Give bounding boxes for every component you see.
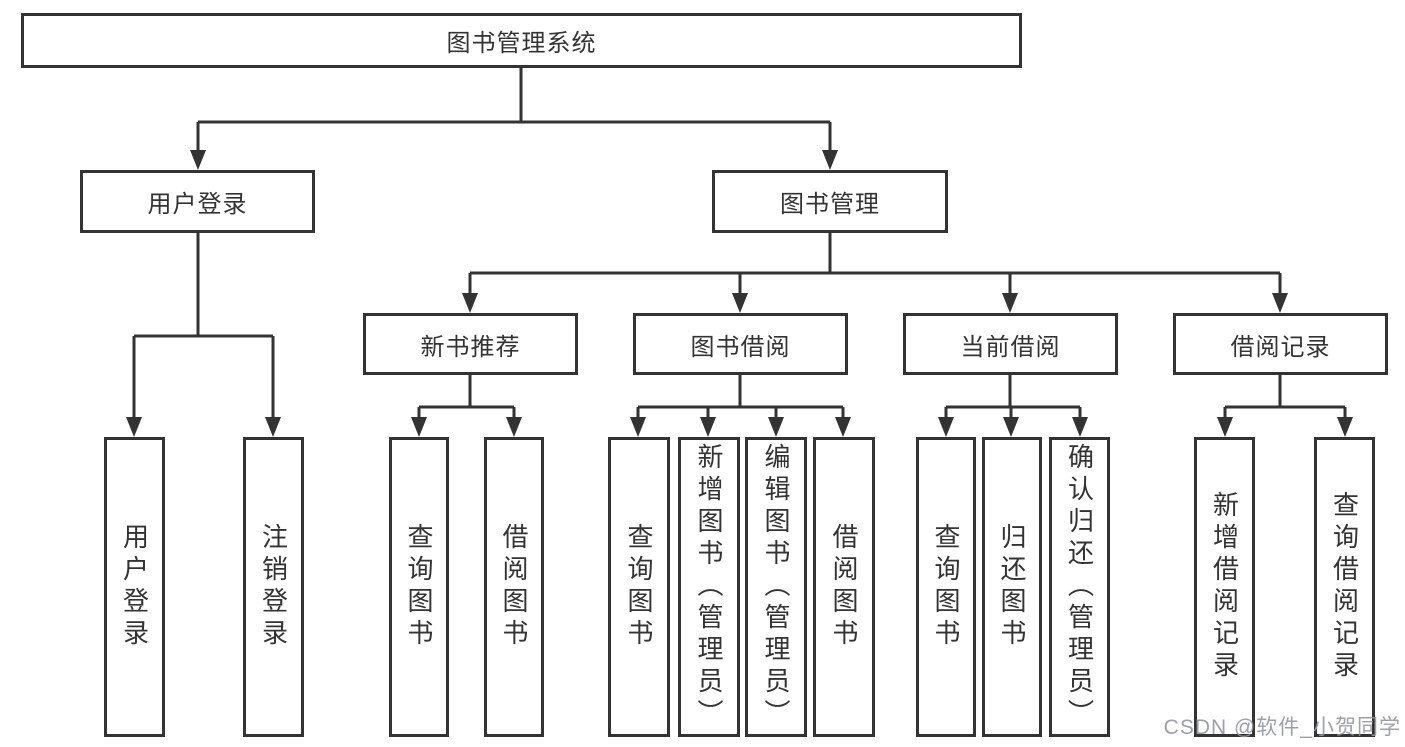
leaf-user-login: 用户登录 [104,437,165,737]
leaf-add-books-admin: 新增图书（管理员） [678,437,740,737]
leaf-logout-login: 注销登录 [243,437,304,737]
leaf-return-books: 归还图书 [982,437,1042,737]
leaf-confirm-return-admin: 确认归还（管理员） [1049,437,1110,737]
node-current-borrowing: 当前借阅 [903,313,1118,375]
leaf-query-books-recommend: 查询图书 [389,437,449,737]
node-book-management: 图书管理 [712,170,948,233]
node-book-borrowing: 图书借阅 [633,313,848,375]
node-user-login: 用户登录 [80,170,315,233]
leaf-add-borrow-record: 新增借阅记录 [1194,437,1255,737]
node-new-book-recommendation: 新书推荐 [363,313,578,375]
leaf-query-borrow-record: 查询借阅记录 [1314,437,1375,737]
node-borrowing-records: 借阅记录 [1173,313,1388,375]
arrowheads [126,150,1353,437]
leaf-query-books-borrow: 查询图书 [608,437,670,737]
leaf-edit-books-admin: 编辑图书（管理员） [745,437,807,737]
leaf-borrow-books: 借阅图书 [813,437,875,737]
node-library-management-system: 图书管理系统 [21,13,1022,68]
csdn-watermark: CSDN @软件_小贺同学 [1163,716,1401,739]
leaf-borrow-books-recommend: 借阅图书 [484,437,544,737]
leaf-query-books-current: 查询图书 [916,437,976,737]
